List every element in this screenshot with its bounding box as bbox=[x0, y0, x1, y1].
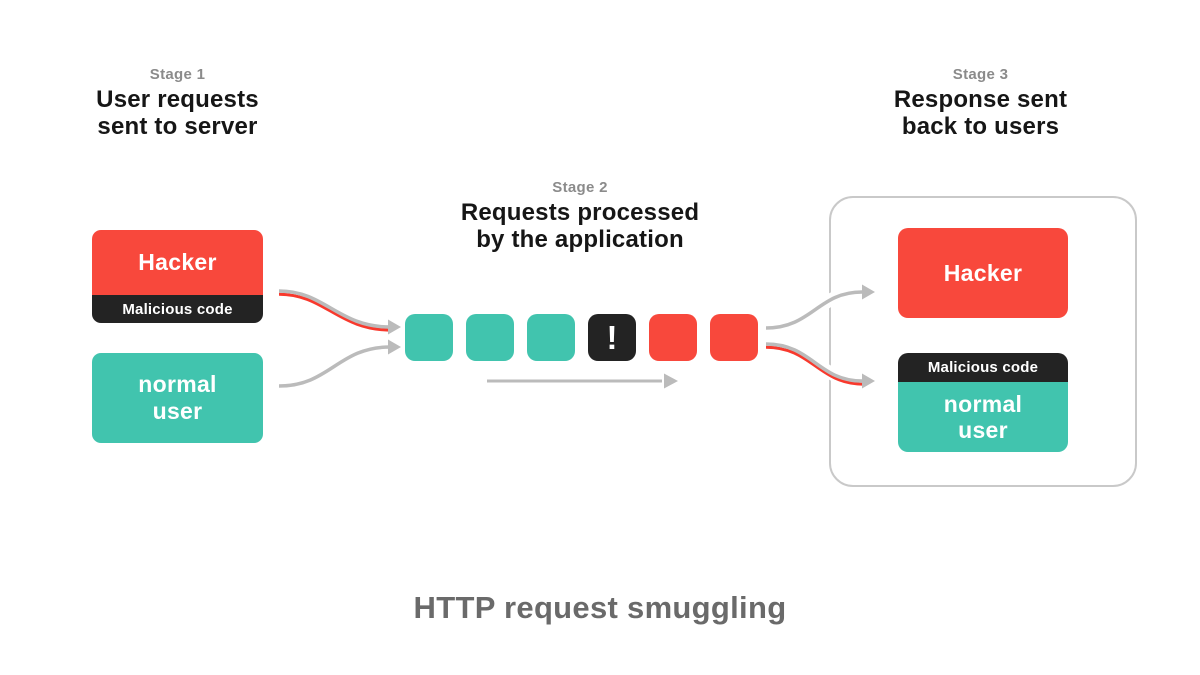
stage-1-heading-line1: User requests bbox=[96, 86, 259, 113]
hacker-response-label: Hacker bbox=[943, 259, 1023, 286]
stage-2-heading-line2: by the application bbox=[476, 226, 684, 253]
diagram-caption: HTTP request smuggling bbox=[413, 590, 787, 625]
stage-2-heading: Requests processed by the application bbox=[430, 199, 730, 253]
queue-square-malicious-2 bbox=[710, 314, 758, 361]
malicious-code-bar-left: Malicious code bbox=[92, 295, 263, 323]
alert-exclamation-icon: ! bbox=[606, 318, 618, 356]
hacker-to-queue-arrowhead bbox=[388, 319, 401, 335]
malicious-path-left-red-line bbox=[278, 292, 393, 332]
queue-square-normal-3 bbox=[527, 314, 575, 361]
hacker-to-queue-arrow-casing bbox=[278, 284, 391, 334]
normal-user-label-line2-right: user bbox=[958, 417, 1008, 443]
hacker-request-label-area: Hacker bbox=[92, 230, 263, 295]
user-to-queue-arrow-casing bbox=[278, 340, 391, 393]
user-to-queue-arrowhead bbox=[388, 339, 401, 355]
normal-user-response-box: Malicious code normal user bbox=[898, 353, 1068, 452]
hacker-request-box: Hacker Malicious code bbox=[92, 230, 263, 323]
stage-1-label: Stage 1 bbox=[149, 66, 206, 83]
normal-user-label-line1-left: normal bbox=[138, 371, 217, 397]
stage-3-block: Stage 3 Response sent back to users bbox=[843, 66, 1118, 140]
malicious-code-bar-right: Malicious code bbox=[898, 353, 1068, 382]
stage-2-block: Stage 2 Requests processed by the applic… bbox=[430, 179, 730, 253]
stage-1-heading: User requests sent to server bbox=[40, 86, 315, 140]
queue-square-alert: ! bbox=[588, 314, 636, 361]
hacker-to-queue-arrow-line bbox=[278, 289, 391, 329]
user-to-queue-arrow-line bbox=[278, 345, 391, 388]
stage-3-label: Stage 3 bbox=[952, 66, 1009, 83]
normal-user-request-box: normal user bbox=[92, 353, 263, 443]
queue-square-malicious-1 bbox=[649, 314, 697, 361]
stage-2-heading-line1: Requests processed bbox=[460, 199, 700, 226]
normal-user-label-line2-left: user bbox=[152, 398, 203, 424]
queue-square-normal-1 bbox=[405, 314, 453, 361]
hacker-request-label: Hacker bbox=[138, 249, 217, 275]
malicious-code-label-left: Malicious code bbox=[122, 300, 233, 318]
malicious-code-label-right: Malicious code bbox=[927, 359, 1039, 376]
stage-1-heading-line2: sent to server bbox=[97, 113, 258, 140]
stage-1-block: Stage 1 User requests sent to server bbox=[40, 66, 315, 140]
stage-3-heading: Response sent back to users bbox=[843, 86, 1118, 140]
request-queue: ! bbox=[405, 314, 758, 361]
queue-direction-arrowhead bbox=[664, 373, 678, 389]
stage-3-heading-line2: back to users bbox=[901, 113, 1060, 140]
hacker-response-box: Hacker bbox=[898, 228, 1068, 318]
stage-2-label: Stage 2 bbox=[552, 179, 608, 196]
queue-square-normal-2 bbox=[466, 314, 514, 361]
normal-user-label-line1-right: normal bbox=[943, 391, 1023, 417]
stage-3-heading-line1: Response sent bbox=[893, 86, 1068, 113]
normal-user-response-label-area: normal user bbox=[898, 382, 1068, 452]
